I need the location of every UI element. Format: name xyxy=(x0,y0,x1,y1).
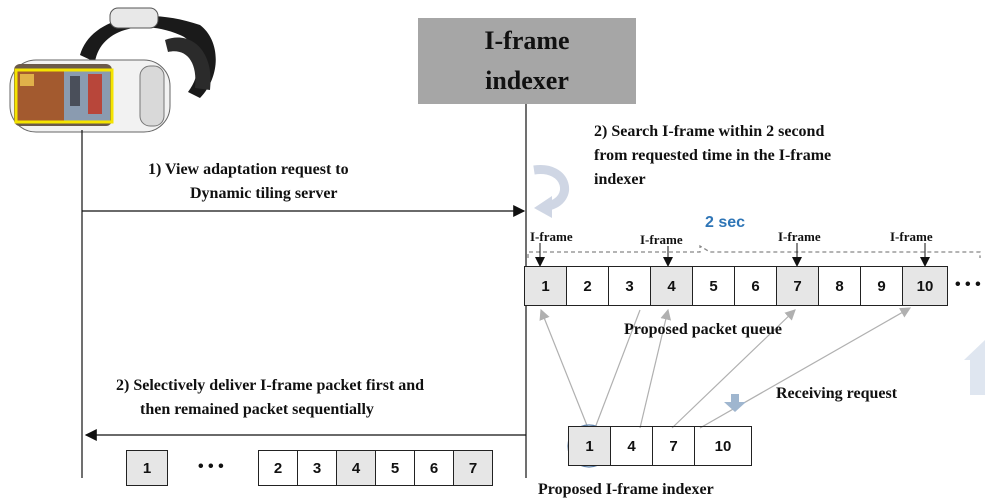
step1-line1: 1) View adaptation request to xyxy=(148,161,349,178)
queue-ellipsis: • • • xyxy=(955,276,981,293)
queue-cell: 8 xyxy=(818,266,861,306)
delivered-cell: 5 xyxy=(375,450,415,486)
packet-queue-caption: Proposed packet queue xyxy=(624,321,782,338)
step1-label: 1) View adaptation request to Dynamic ti… xyxy=(148,158,488,206)
delivered-cell: 1 xyxy=(126,450,168,486)
up-arrow-icon xyxy=(964,340,985,395)
search-loop-icon xyxy=(533,165,569,218)
indexer-title-line1: I-frame xyxy=(484,26,570,55)
interval-bracket xyxy=(527,244,981,258)
iframe-marker: I-frame xyxy=(890,229,933,244)
delivered-queue: 2 3 4 5 6 7 xyxy=(258,450,493,486)
iframe-indexer-queue: 1 4 7 10 xyxy=(568,426,752,466)
queue-cell: 10 xyxy=(902,266,948,306)
iframe-marker: I-frame xyxy=(778,229,821,244)
iframe-indexer-box: I-frame indexer xyxy=(418,18,636,104)
delivered-cell: 3 xyxy=(297,450,337,486)
step2-search-line3: indexer xyxy=(594,171,646,188)
delivered-cell: 7 xyxy=(453,450,493,486)
receiving-request-arrow xyxy=(724,394,746,412)
delivered-cell: 6 xyxy=(414,450,454,486)
step2-deliver-line1: 2) Selectively deliver I-frame packet fi… xyxy=(116,377,425,394)
queue-cell: 9 xyxy=(860,266,903,306)
receiving-request-label: Receiving request xyxy=(776,385,898,402)
indexer-cell: 4 xyxy=(610,426,653,466)
delivered-cell: 4 xyxy=(336,450,376,486)
step1-line2: Dynamic tiling server xyxy=(190,185,338,202)
indexer-cell: 7 xyxy=(652,426,695,466)
queue-cell: 4 xyxy=(650,266,693,306)
step2-search-label: 2) Search I-frame within 2 second from r… xyxy=(594,120,974,192)
indexer-cell: 1 xyxy=(568,426,611,466)
indexer-cell: 10 xyxy=(694,426,752,466)
packet-queue: 1 2 3 4 5 6 7 8 9 10 xyxy=(524,266,952,306)
queue-cell: 3 xyxy=(608,266,651,306)
iframe-marker: I-frame xyxy=(530,229,573,244)
queue-cell: 6 xyxy=(734,266,777,306)
indexer-title-line2: indexer xyxy=(485,66,569,95)
step2-search-line1: 2) Search I-frame within 2 second xyxy=(594,123,825,140)
iframe-indexer-caption: Proposed I-frame indexer xyxy=(538,481,714,498)
vr-headset-icon xyxy=(9,7,216,133)
delivered-ellipsis: • • • xyxy=(198,458,224,475)
delivered-first-packet: 1 xyxy=(126,450,168,486)
iframe-marker: I-frame xyxy=(640,232,683,247)
step2-deliver-label: 2) Selectively deliver I-frame packet fi… xyxy=(116,374,536,422)
step2-search-line2: from requested time in the I-frame xyxy=(594,147,832,164)
queue-cell: 7 xyxy=(776,266,819,306)
delivered-cell: 2 xyxy=(258,450,298,486)
interval-label: 2 sec xyxy=(705,214,746,231)
step2-deliver-line2: then remained packet sequentially xyxy=(140,401,374,418)
queue-cell: 2 xyxy=(566,266,609,306)
queue-cell: 5 xyxy=(692,266,735,306)
queue-cell: 1 xyxy=(524,266,567,306)
